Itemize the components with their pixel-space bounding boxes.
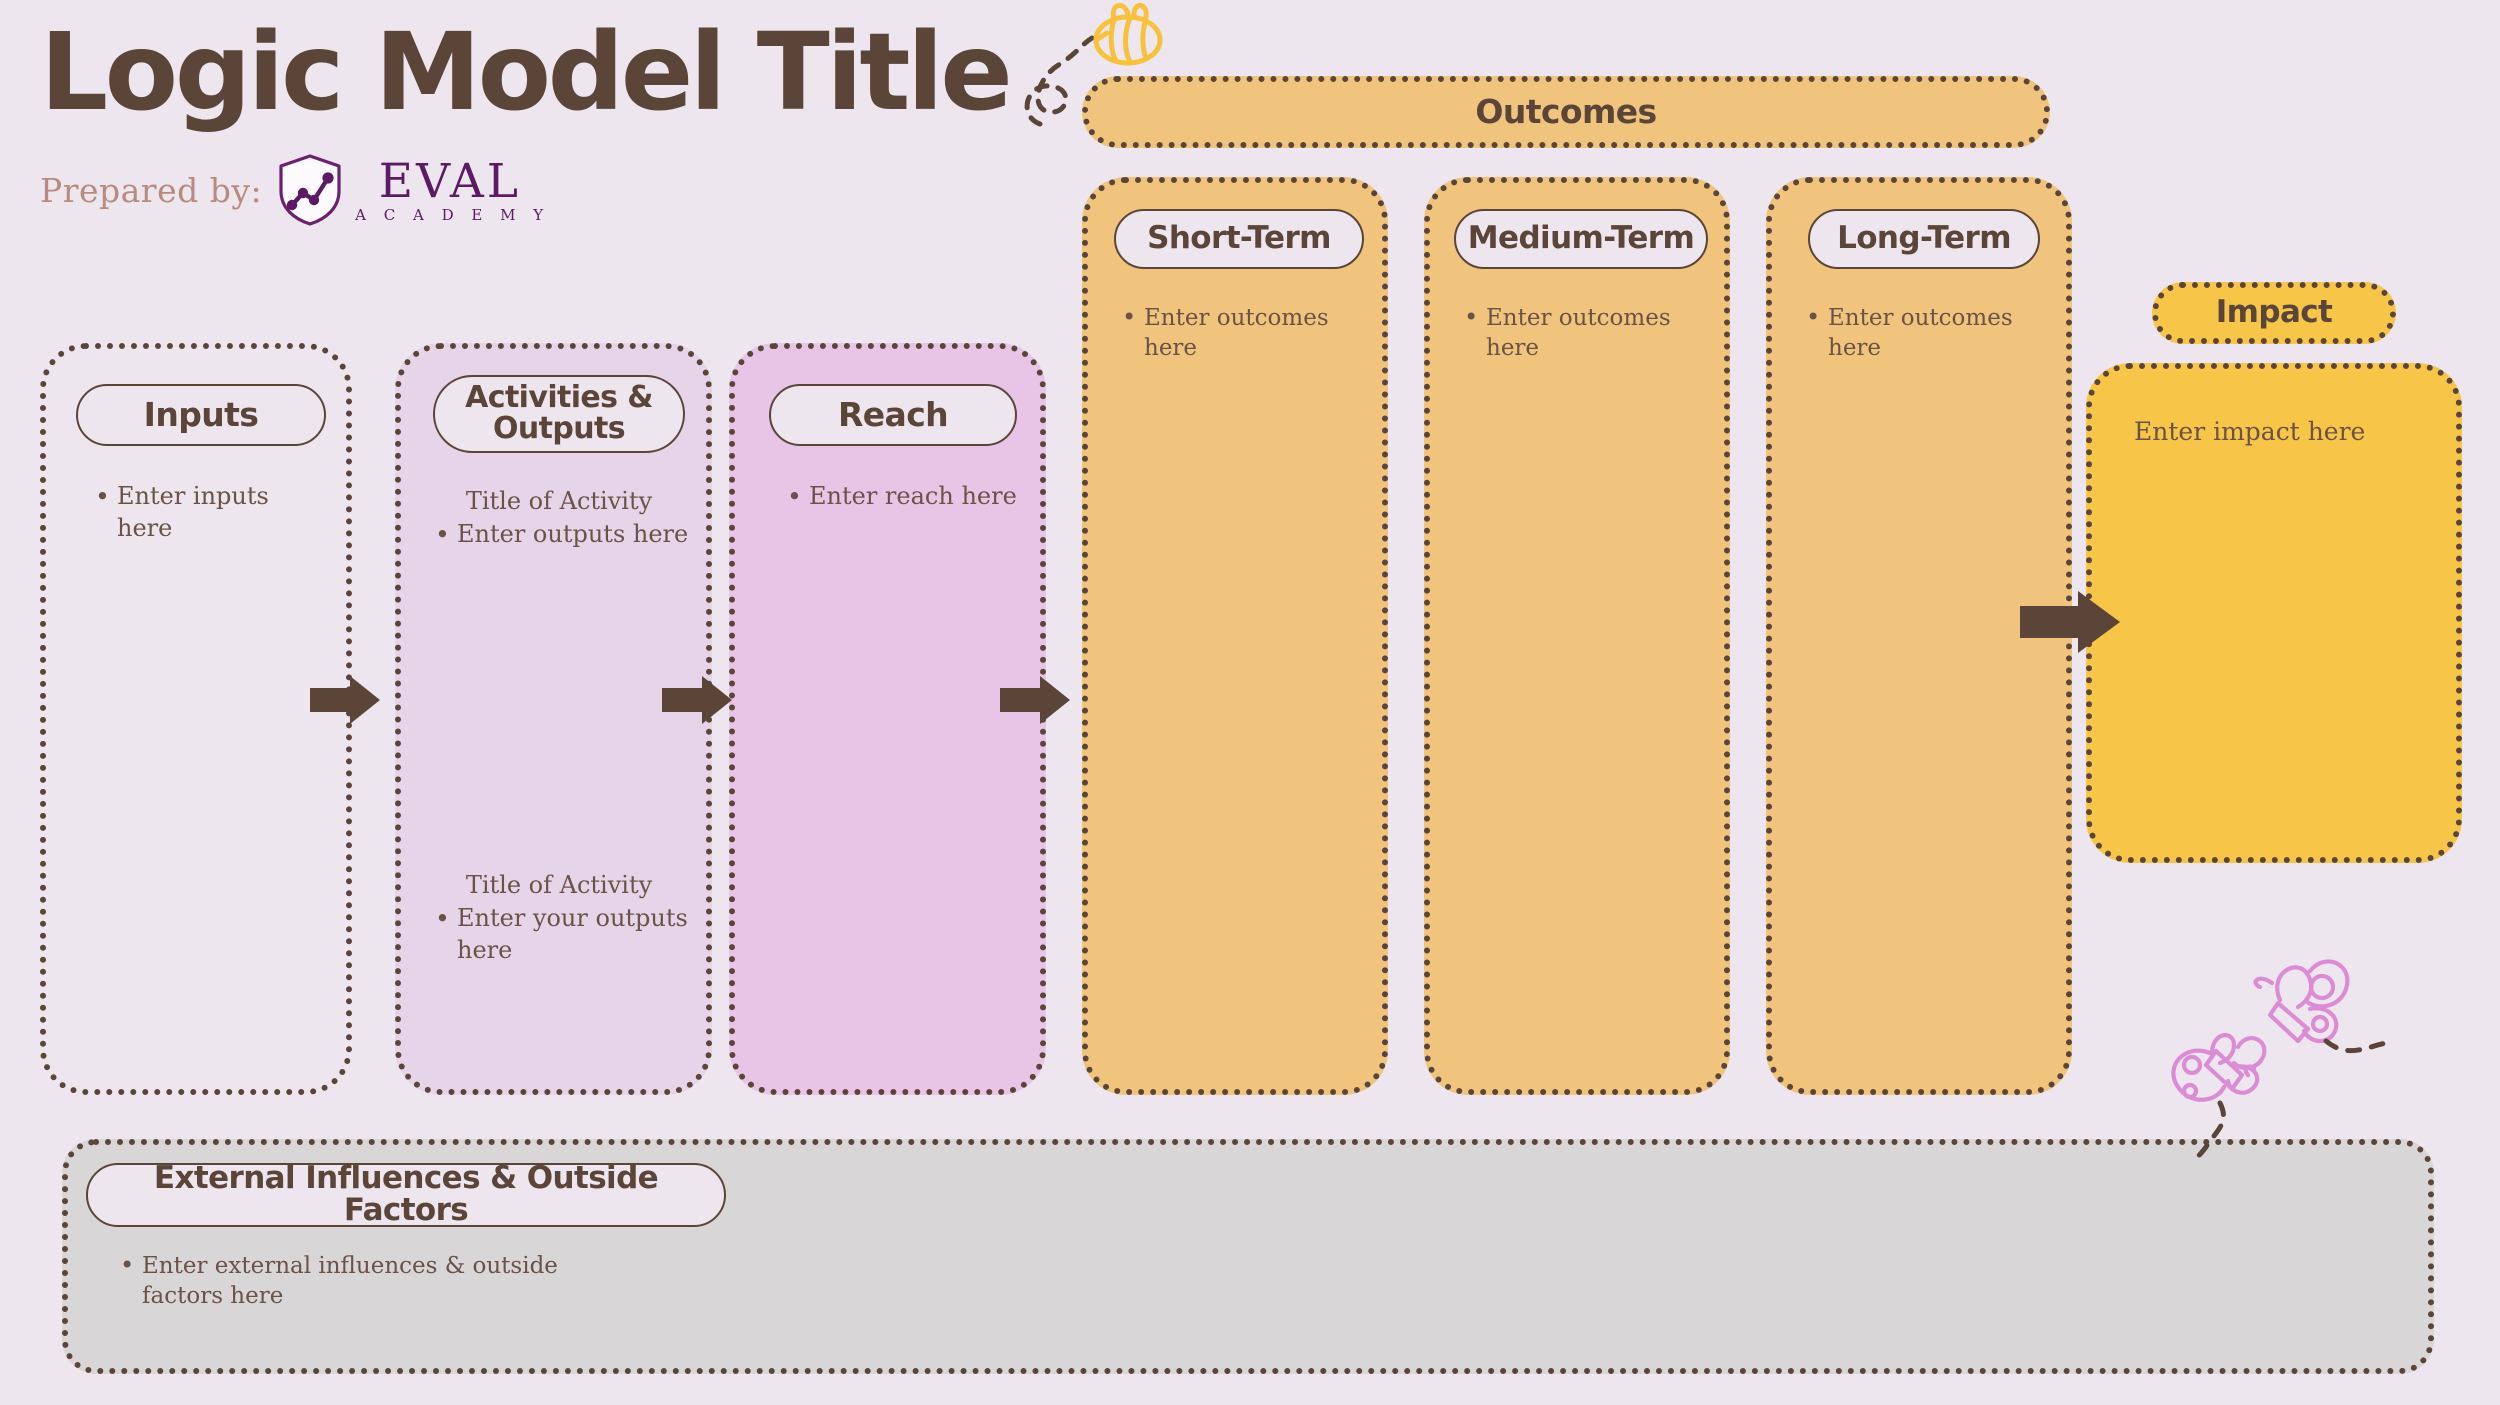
impact-text[interactable]: Enter impact here <box>2134 417 2366 446</box>
outcomes-banner: Outcomes <box>1082 76 2050 148</box>
short-term-header-pill: Short-Term <box>1114 209 1364 269</box>
outcomes-title: Outcomes <box>1475 92 1657 132</box>
activities-header-pill: Activities & Outputs <box>433 375 685 453</box>
activity-title-1[interactable]: Title of Activity <box>465 487 653 515</box>
bee-icon <box>1024 2 1163 127</box>
shield-chart-icon <box>279 154 341 226</box>
prepared-by-label: Prepared by: <box>40 170 263 210</box>
inputs-bullet-list[interactable]: Enter inputs here <box>91 480 331 550</box>
list-item[interactable]: Enter external influences & outside fact… <box>116 1250 576 1312</box>
page-title[interactable]: Logic Model Title <box>40 11 1013 135</box>
medium-term-header-pill: Medium-Term <box>1454 209 1708 269</box>
long-term-bullet-list[interactable]: Enter outcomes here <box>1802 302 2017 370</box>
butterfly-icon <box>2253 959 2350 1044</box>
list-item[interactable]: Enter outcomes here <box>1460 302 1675 364</box>
medium-term-title: Medium-Term <box>1467 220 1695 257</box>
list-item[interactable]: Enter outcomes here <box>1802 302 2017 364</box>
activities-title-line2: Outputs <box>492 411 626 446</box>
eval-academy-logo: EVAL A C A D E M Y <box>276 153 550 227</box>
arrow-right-icon <box>1000 676 1070 724</box>
inputs-title: Inputs <box>143 395 259 435</box>
list-item[interactable]: Enter reach here <box>783 480 1033 513</box>
activity-1-bullet-list[interactable]: Enter outputs here <box>431 518 693 557</box>
arrow-right-icon <box>310 676 380 724</box>
impact-title: Impact <box>2215 294 2333 331</box>
short-term-bullet-list[interactable]: Enter outcomes here <box>1118 302 1333 370</box>
medium-term-bullet-list[interactable]: Enter outcomes here <box>1460 302 1675 370</box>
reach-bullet-list[interactable]: Enter reach here <box>783 480 1033 519</box>
arrow-right-icon <box>2020 591 2120 653</box>
reach-title: Reach <box>837 395 949 435</box>
column-reach[interactable]: Reach Enter reach here <box>729 343 1046 1095</box>
activities-title-line1: Activities & <box>465 380 653 416</box>
column-medium-term[interactable]: Medium-Term Enter outcomes here <box>1424 177 1730 1095</box>
header: Logic Model Title Prepared by: EVAL A C … <box>40 20 1060 270</box>
column-inputs[interactable]: Inputs Enter inputs here <box>40 343 352 1095</box>
list-item[interactable]: Enter outcomes here <box>1118 302 1333 364</box>
list-item[interactable]: Enter outputs here <box>431 518 693 551</box>
external-influences-box[interactable]: External Influences & Outside Factors En… <box>62 1139 2434 1374</box>
column-short-term[interactable]: Short-Term Enter outcomes here <box>1082 177 1388 1095</box>
prepared-by-row: Prepared by: EVAL A C A D E M Y <box>40 153 1060 227</box>
butterflies-group <box>2171 959 2389 1160</box>
long-term-header-pill: Long-Term <box>1808 209 2040 269</box>
butterfly-icon <box>2171 1033 2267 1102</box>
activity-title-2[interactable]: Title of Activity <box>465 871 653 899</box>
impact-box[interactable]: Enter impact here <box>2086 363 2462 863</box>
activity-2-bullet-list[interactable]: Enter your outputs here <box>431 902 689 972</box>
list-item[interactable]: Enter inputs here <box>91 480 331 544</box>
long-term-title: Long-Term <box>1837 220 2011 257</box>
impact-header-pill: Impact <box>2152 282 2396 344</box>
short-term-title: Short-Term <box>1147 220 1331 257</box>
logo-wordmark: EVAL A C A D E M Y <box>350 158 550 223</box>
logo-eval-text: EVAL <box>378 153 521 209</box>
external-influences-bullet-list[interactable]: Enter external influences & outside fact… <box>116 1250 576 1318</box>
external-influences-title: External Influences & Outside Factors <box>153 1160 659 1228</box>
inputs-header-pill: Inputs <box>76 384 326 446</box>
logo-academy-text: A C A D E M Y <box>355 205 550 224</box>
reach-header-pill: Reach <box>769 384 1017 446</box>
list-item[interactable]: Enter your outputs here <box>431 902 689 966</box>
arrow-right-icon <box>662 676 732 724</box>
external-influences-header-pill: External Influences & Outside Factors <box>86 1163 726 1227</box>
column-activities-outputs[interactable]: Activities & Outputs Title of Activity E… <box>395 343 712 1095</box>
